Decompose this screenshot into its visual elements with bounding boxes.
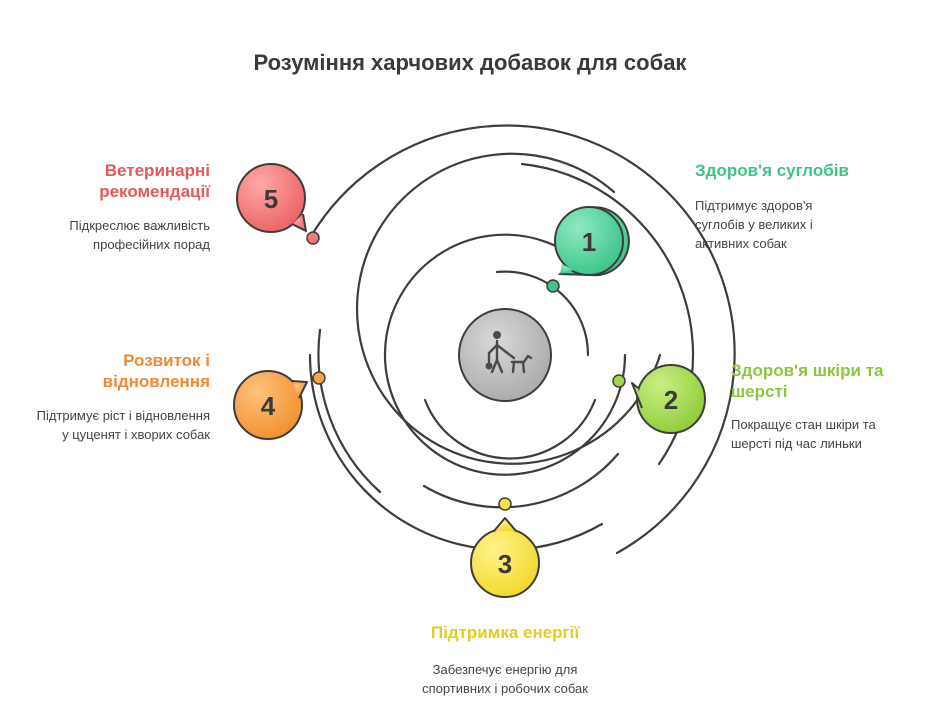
item-3-description: Забезпечує енергію для спортивних і робо… <box>422 662 588 696</box>
orbit-arc <box>308 124 736 555</box>
item-2-description: Покращує стан шкіри та шерсті під час ли… <box>731 417 876 451</box>
item-4-description: Підтримує ріст і відновлення у цуценят і… <box>36 408 210 442</box>
diagram-title: Розуміння харчових добавок для собак <box>253 50 687 75</box>
marker-1: 1 <box>554 206 630 277</box>
marker-3: 3 <box>470 517 540 598</box>
orbit-arc <box>422 452 620 509</box>
marker-1-number: 1 <box>582 227 596 257</box>
item-5-description: Підкреслює важливість професійних порад <box>69 218 210 252</box>
center-hub <box>458 308 552 402</box>
item-1-description: Підтримує здоров'я суглобів у великих і … <box>695 198 813 251</box>
connector-dot-3 <box>498 497 512 511</box>
marker-4: 4 <box>233 370 308 440</box>
marker-2: 2 <box>631 364 706 434</box>
connector-dot-2 <box>612 374 626 388</box>
person-walking-dog-icon <box>485 331 533 374</box>
connector-dot-4 <box>312 371 326 385</box>
marker-2-number: 2 <box>664 385 678 415</box>
item-3-title: Підтримка енергії <box>430 623 580 642</box>
marker-4-number: 4 <box>261 391 276 421</box>
connector-dot-1 <box>546 279 560 293</box>
item-2-title: Здоров'я шкіри та шерсті <box>731 361 884 401</box>
marker-3-number: 3 <box>498 549 512 579</box>
connector-dot-5 <box>306 231 320 245</box>
marker-5: 5 <box>236 163 307 233</box>
marker-5-number: 5 <box>264 184 278 214</box>
item-4-title: Розвиток і відновлення <box>102 351 210 391</box>
item-5-title: Ветеринарні рекомендації <box>99 161 210 201</box>
orbit-arc <box>495 270 590 357</box>
orbit-arc <box>308 353 604 551</box>
orbit-arc <box>317 328 382 494</box>
orbit-arc <box>383 233 627 476</box>
orbit-arc <box>423 398 597 460</box>
item-1-title: Здоров'я суглобів <box>695 161 849 180</box>
